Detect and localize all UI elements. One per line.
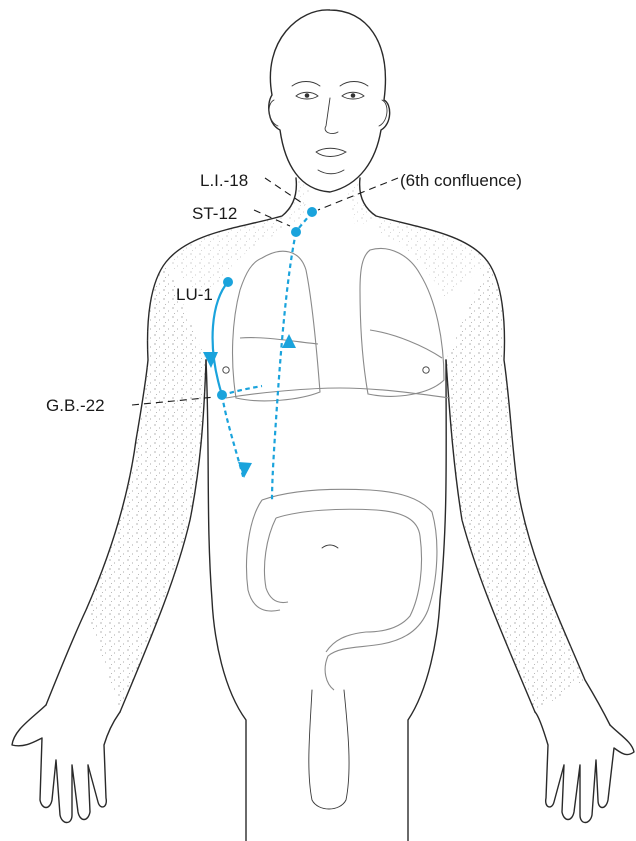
left-nipple (223, 367, 229, 373)
left-pupil (305, 93, 310, 98)
left-hand (12, 705, 120, 823)
left-lung-fissure (240, 338, 318, 344)
label-lu1: LU-1 (176, 285, 213, 304)
colon-inner (264, 509, 421, 652)
left-eyebrow (292, 82, 320, 87)
navel (322, 545, 338, 548)
point-li18 (307, 207, 317, 217)
body-outline (12, 10, 634, 841)
right-nipple (423, 367, 429, 373)
left-hip (206, 360, 246, 841)
right-hip (408, 360, 446, 841)
chin-line (318, 170, 344, 174)
arrow-down-abdomen (238, 462, 252, 478)
point-gb22 (217, 390, 227, 400)
right-ear (379, 100, 387, 126)
left-ear (269, 100, 278, 126)
stipple-shading (86, 178, 585, 712)
right-lung-fissure (370, 330, 442, 358)
point-lu1 (223, 277, 233, 287)
genital-outline (309, 690, 349, 809)
label-gb22: G.B.-22 (46, 396, 105, 415)
nose (325, 98, 338, 134)
point-st12 (291, 227, 301, 237)
right-hand (535, 712, 634, 823)
label-li18: L.I.-18 (200, 171, 248, 190)
left-lung (233, 251, 320, 401)
organs (226, 248, 450, 690)
meridian-dash-st12-down (272, 232, 296, 500)
label-st12: ST-12 (192, 204, 237, 223)
right-pupil (351, 93, 356, 98)
meridian-lu1-to-gb22 (213, 282, 228, 395)
right-eyebrow (340, 82, 368, 87)
mouth (316, 148, 346, 156)
label-confluence: (6th confluence) (400, 171, 522, 190)
